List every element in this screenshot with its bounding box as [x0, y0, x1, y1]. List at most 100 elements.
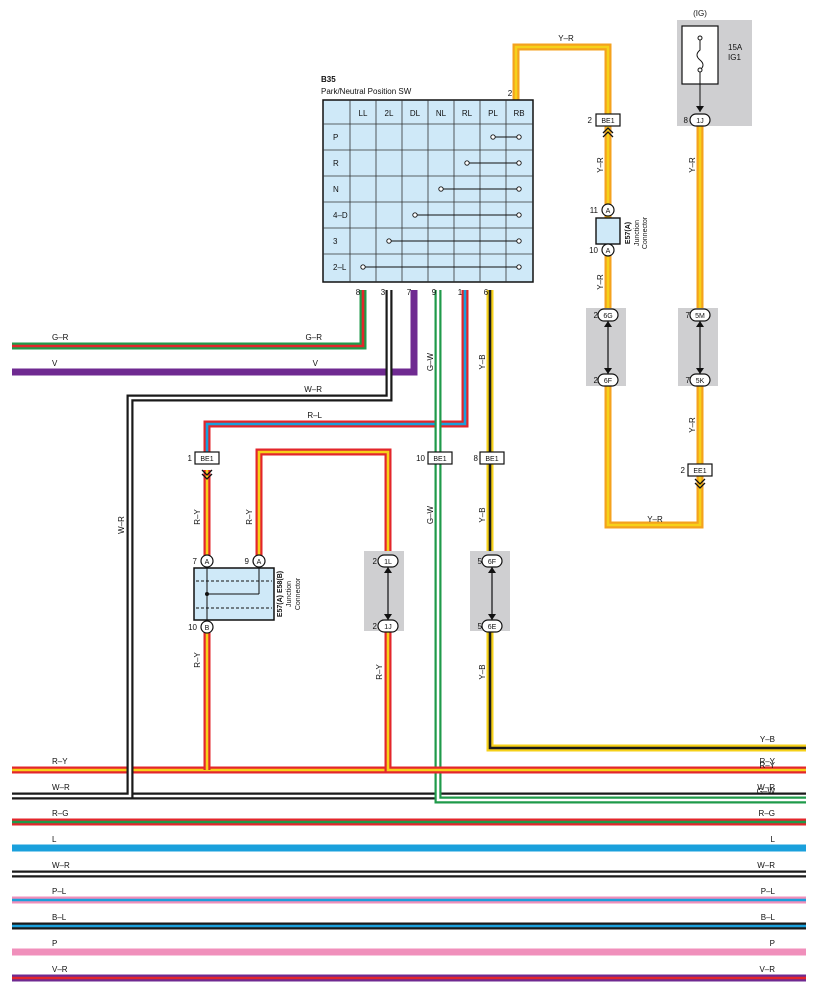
connector-be1-yb-text: BE1 — [485, 456, 498, 463]
switch-row-2: N — [333, 185, 339, 194]
fuse-symbol — [696, 38, 704, 84]
switch-pin-bottom: 1 — [458, 288, 463, 297]
junction-big-line1: Junction — [286, 581, 293, 607]
arrow-icon — [488, 567, 496, 573]
chevron-icon — [694, 478, 706, 485]
connector-1j-fuse — [689, 113, 711, 127]
pin-label: 2 — [594, 376, 599, 385]
switch-name: Park/Neutral Position SW — [321, 87, 412, 96]
bus-p-label-left: P — [52, 939, 57, 948]
wire-w-r-label: W–R — [304, 385, 322, 394]
wire-w-r-switch — [12, 290, 393, 800]
connector-a-top-text: A — [606, 208, 611, 215]
bus-w-r-label-left: W–R — [52, 783, 70, 792]
connector-be1-gw — [427, 451, 453, 465]
switch-row-4: 3 — [333, 237, 338, 246]
wire-g-w-vlabel-2: G–W — [426, 505, 435, 524]
switch-contact — [464, 160, 470, 166]
bus-r-y-label-right-2: R–Y — [759, 761, 775, 770]
junction-code: E57(A) — [625, 222, 632, 244]
connector-6f-yb-text: 6F — [488, 559, 496, 566]
connector-1l-text: 1L — [384, 559, 392, 566]
fuse-contact — [697, 35, 703, 41]
wire-r-y-right — [384, 628, 806, 774]
pin-label: 8 — [684, 116, 689, 125]
junction-small — [595, 217, 621, 245]
switch-pin-bottom: 3 — [381, 288, 386, 297]
switch-contact — [516, 238, 522, 244]
wire-y-r-vlabel-3: Y–R — [688, 157, 697, 173]
wire-r-l-label: R–L — [307, 411, 322, 420]
wire-r-y-vlabel-1: R–Y — [193, 509, 202, 525]
bus-w-r-label-right: W–R — [757, 783, 775, 792]
switch-pin-bottom: 9 — [432, 288, 437, 297]
wire-r-y-vlabel-4: R–Y — [375, 664, 384, 680]
switch-row-3: 4–D — [333, 211, 348, 220]
pin-label: 8 — [474, 454, 479, 463]
wire-g-w-vlabel-1: G–W — [426, 352, 435, 371]
arrow-icon — [696, 368, 704, 374]
connector-1j-text: 1J — [384, 624, 391, 631]
connector-ee1 — [687, 463, 713, 477]
arrow-icon — [488, 614, 496, 620]
wire-y-r-vlabel-2: Y–R — [596, 274, 605, 290]
chevron-icon — [201, 473, 213, 480]
pin-label: 10 — [188, 623, 197, 632]
pin-label: 5 — [478, 622, 483, 631]
arrow-icon — [604, 321, 612, 327]
bus-r-y-label-left: R–Y — [52, 757, 68, 766]
switch-pin-bottom: 6 — [484, 288, 489, 297]
wire-stripe — [12, 290, 365, 348]
wire-outer — [12, 290, 418, 376]
switch-contact — [412, 212, 418, 218]
connector-be1-yr — [595, 113, 621, 127]
switch-col-2L: 2L — [385, 109, 394, 118]
connector-a-top — [601, 203, 615, 217]
jc-pin-a9-text: A — [257, 559, 262, 566]
junction-big-code: E57(A) E58(B) — [277, 571, 284, 617]
pin-label: 2 — [594, 311, 599, 320]
wire-stripe — [257, 450, 390, 556]
bus-b-l-label-right: B–L — [761, 913, 776, 922]
wire-v — [12, 290, 418, 376]
connector-be1-rl — [194, 451, 220, 465]
wire-stripe — [386, 628, 806, 772]
wire-outer — [12, 290, 393, 800]
connector-be1-rl-text: BE1 — [200, 456, 213, 463]
wire-y-r-label-bottom: Y–R — [647, 515, 663, 524]
junction-big-line2: Connector — [295, 577, 302, 610]
arrow-icon — [604, 368, 612, 374]
bus-b-l-label-left: B–L — [52, 913, 67, 922]
chevron-icon — [602, 131, 614, 138]
connector-a-bottom — [601, 243, 615, 257]
connector-5k-text: 5K — [696, 378, 705, 385]
pin-label: 2 — [373, 622, 378, 631]
fuse-contact — [697, 67, 703, 73]
wire-y-r-vlabel-4: Y–R — [688, 417, 697, 433]
bus-r-g-label-left: R–G — [52, 809, 68, 818]
pin-label: 9 — [245, 557, 250, 566]
wire-stripe — [488, 290, 806, 750]
switch-col-NL: NL — [436, 109, 447, 118]
jc-pin-b10-text: B — [205, 625, 210, 632]
arrow-icon — [696, 321, 704, 327]
switch-contact — [516, 186, 522, 192]
switch-contact — [516, 134, 522, 140]
switch-contact — [490, 134, 496, 140]
wire-r-y-loop — [255, 448, 392, 556]
bus-l-label-left: L — [52, 835, 57, 844]
wire-g-r-label-left: G–R — [52, 333, 69, 342]
wire-w-r-vlabel: W–R — [117, 516, 126, 534]
component-layer — [193, 25, 719, 634]
arrow-icon — [696, 106, 704, 112]
connector-be1-yb — [479, 451, 505, 465]
wire-y-r — [512, 43, 704, 529]
wire-r-y-vlabel-2: R–Y — [193, 652, 202, 668]
connector-be1-yr-text: BE1 — [601, 118, 614, 125]
wire-y-b — [486, 290, 806, 752]
wire-y-r-vlabel-1: Y–R — [596, 157, 605, 173]
pin-label: 7 — [686, 311, 691, 320]
bus-r-y-label-right: R–Y — [759, 757, 775, 766]
